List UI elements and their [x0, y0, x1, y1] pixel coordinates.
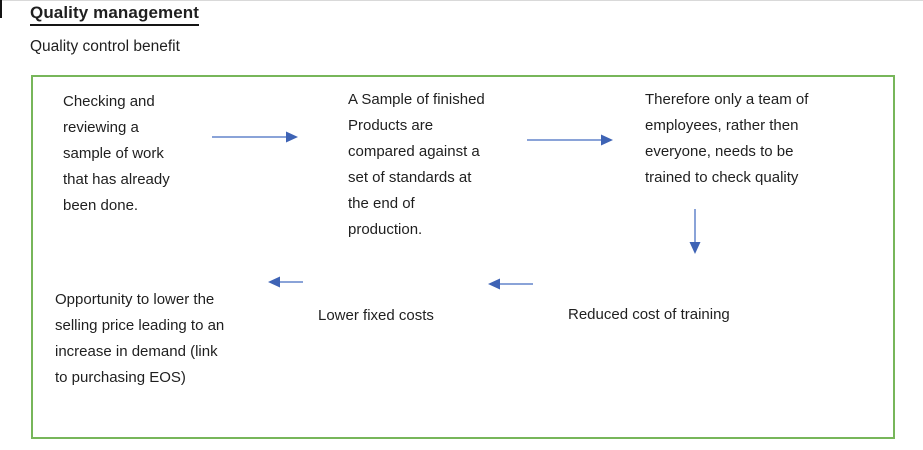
- node-checking-sample: Checking and reviewing a sample of work …: [63, 93, 170, 214]
- arrow-right-icon: [212, 131, 298, 143]
- node-reduced-training-cost: Reduced cost of training: [568, 306, 730, 323]
- page-top-border: [0, 0, 923, 1]
- arrow-left-icon: [268, 276, 303, 288]
- node-sample-compared: A Sample of finished Products are compar…: [348, 91, 485, 238]
- arrow-right-icon: [527, 134, 613, 146]
- arrow-left-icon: [488, 278, 533, 290]
- page-title: Quality management: [30, 3, 200, 26]
- left-edge-mark: [0, 0, 2, 18]
- node-team-trained: Therefore only a team of employees, rath…: [645, 91, 809, 186]
- arrow-down-icon: [689, 209, 701, 254]
- page-subtitle: Quality control benefit: [30, 38, 180, 55]
- node-opportunity-lower-price: Opportunity to lower the selling price l…: [55, 291, 225, 386]
- node-lower-fixed-costs: Lower fixed costs: [318, 307, 434, 324]
- diagram-border-box: [31, 75, 895, 439]
